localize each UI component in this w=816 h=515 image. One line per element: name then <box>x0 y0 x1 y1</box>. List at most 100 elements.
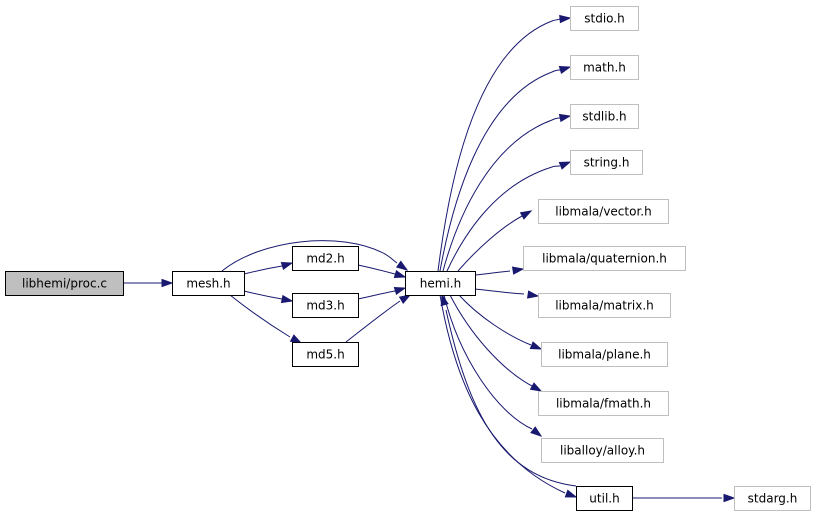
node-stdlib[interactable]: stdlib.h <box>570 104 639 129</box>
edge-line <box>442 117 561 272</box>
node-box <box>538 199 669 224</box>
node-mesh[interactable]: mesh.h <box>172 271 245 296</box>
node-hemi[interactable]: hemi.h <box>405 271 476 296</box>
arrowhead-icon <box>564 489 578 498</box>
node-fmath[interactable]: libmala/fmath.h <box>538 391 669 416</box>
edge-line <box>439 69 561 272</box>
node-box <box>5 271 124 296</box>
arrowhead-icon <box>398 294 412 305</box>
edge-line <box>437 18 561 272</box>
node-box <box>405 271 476 296</box>
arrowhead-icon <box>558 161 572 170</box>
edge-proc-mesh <box>123 278 174 288</box>
arrowhead-icon <box>558 65 572 75</box>
node-label: util.h <box>589 492 619 506</box>
edge-line <box>445 309 577 487</box>
node-proc[interactable]: libhemi/proc.c <box>5 271 124 296</box>
edge-line <box>449 294 533 387</box>
edge-hemi-matrix <box>474 288 540 299</box>
node-math[interactable]: math.h <box>570 55 639 80</box>
node-box <box>538 391 669 416</box>
node-box <box>292 342 359 367</box>
edge-line <box>458 294 532 346</box>
node-box <box>538 293 671 318</box>
edge-line <box>457 215 523 272</box>
node-md5[interactable]: md5.h <box>292 342 359 367</box>
node-box <box>292 293 359 318</box>
node-matrix[interactable]: libmala/matrix.h <box>538 293 671 318</box>
node-md3[interactable]: md3.h <box>292 293 359 318</box>
node-alloy[interactable]: liballoy/alloy.h <box>541 438 664 463</box>
node-box <box>541 342 668 367</box>
node-box <box>570 150 643 175</box>
node-stdarg[interactable]: stdarg.h <box>734 486 811 511</box>
edges-layer <box>123 14 736 503</box>
edge-line <box>345 300 401 343</box>
edge-hemi-plane <box>458 294 543 350</box>
arrowhead-icon <box>280 261 294 271</box>
node-label: math.h <box>583 61 626 75</box>
node-box <box>570 55 639 80</box>
edge-hemi-util <box>439 294 578 498</box>
edge-line <box>474 270 511 276</box>
arrowhead-icon <box>289 334 303 344</box>
edge-line <box>357 264 396 275</box>
arrowhead-icon <box>529 382 543 392</box>
node-box <box>523 246 686 271</box>
edge-md3-hemi <box>357 286 407 300</box>
edge-line <box>243 265 283 275</box>
edge-hemi-quaternion <box>474 266 525 276</box>
edge-md2-hemi <box>357 264 407 279</box>
edge-line <box>243 290 283 300</box>
arrowhead-icon <box>527 290 540 299</box>
edge-mesh-md3 <box>243 290 294 304</box>
edge-line <box>443 294 533 430</box>
node-label: md3.h <box>306 299 344 313</box>
arrowhead-icon <box>395 260 409 271</box>
node-box <box>570 104 639 129</box>
arrowhead-icon <box>393 269 407 279</box>
arrowhead-icon <box>393 286 407 296</box>
nodes-layer: libhemi/proc.c mesh.h md2.h md3.h md5.h hemi.… <box>5 6 811 511</box>
arrowhead-icon <box>559 14 572 24</box>
edge-hemi-stdlib <box>442 113 572 272</box>
edge-util-hemi <box>440 293 577 487</box>
edge-md5-hemi <box>345 294 412 343</box>
node-label: liballoy/alloy.h <box>560 444 645 458</box>
node-string[interactable]: string.h <box>570 150 643 175</box>
node-label: hemi.h <box>420 277 461 291</box>
node-box <box>292 246 359 271</box>
node-util[interactable]: util.h <box>576 486 633 511</box>
edge-line <box>229 294 291 338</box>
node-label: stdarg.h <box>748 492 798 506</box>
edge-mesh-hemi <box>221 240 409 272</box>
node-box <box>172 271 245 296</box>
node-box <box>541 438 664 463</box>
node-label: libmala/fmath.h <box>556 397 651 411</box>
arrowhead-icon <box>558 113 572 123</box>
edge-mesh-md2 <box>243 261 294 275</box>
node-label: mesh.h <box>186 277 230 291</box>
node-vector[interactable]: libmala/vector.h <box>538 199 669 224</box>
edge-line <box>221 240 398 272</box>
edge-hemi-vector <box>457 210 533 272</box>
node-plane[interactable]: libmala/plane.h <box>541 342 668 367</box>
edge-hemi-stdio <box>437 14 572 272</box>
arrowhead-icon <box>511 266 525 275</box>
node-stdio[interactable]: stdio.h <box>570 6 639 31</box>
arrowhead-icon <box>723 493 736 503</box>
node-quaternion[interactable]: libmala/quaternion.h <box>523 246 686 271</box>
arrowhead-icon <box>519 210 533 220</box>
node-label: md5.h <box>306 348 344 362</box>
arrowhead-icon <box>529 341 543 350</box>
edge-line <box>474 288 525 295</box>
node-label: stdlib.h <box>582 110 626 124</box>
node-box <box>734 486 811 511</box>
node-label: md2.h <box>306 252 344 266</box>
arrowhead-icon <box>280 294 294 304</box>
edge-hemi-alloy <box>443 294 543 437</box>
node-label: libmala/vector.h <box>555 205 651 219</box>
edge-hemi-fmath <box>449 294 543 392</box>
node-md2[interactable]: md2.h <box>292 246 359 271</box>
